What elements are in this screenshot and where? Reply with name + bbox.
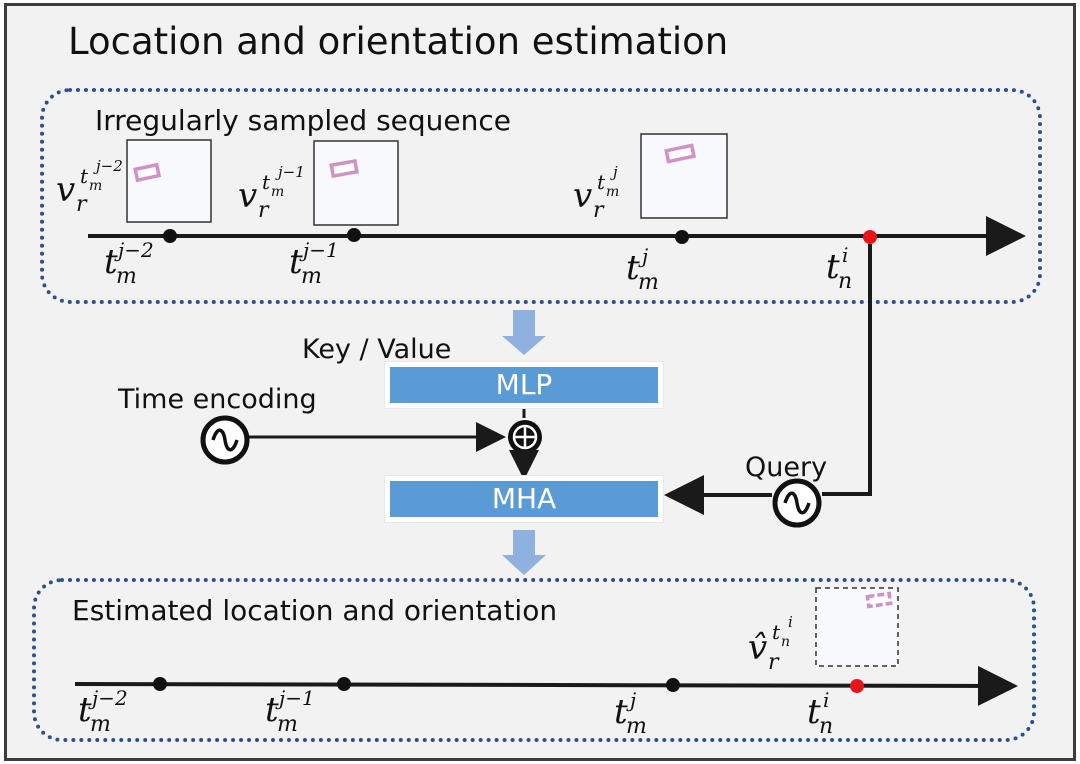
- bottom-point-3: [666, 678, 680, 692]
- top-point-3: [675, 230, 689, 244]
- plus-node: [508, 420, 542, 454]
- top-time-3: t m j: [626, 244, 659, 295]
- time-encoding-label: Time encoding: [118, 384, 317, 415]
- observation-frame-2: [313, 140, 399, 226]
- top-point-1: [163, 229, 177, 243]
- observation-frame-3: [640, 133, 728, 219]
- obs-symbol-3: v r t m j: [573, 163, 620, 223]
- time-encoder-icon: [200, 415, 250, 465]
- obs-symbol-2: v r t m j−1: [238, 163, 305, 223]
- figure-title: Location and orientation estimation: [68, 20, 729, 63]
- object-box-3: [664, 143, 697, 164]
- top-query-time: t n i: [826, 243, 853, 294]
- bottom-time-1: t m j−2: [78, 686, 128, 737]
- key-value-label: Key / Value: [302, 334, 452, 365]
- estimated-object-box: [865, 591, 893, 609]
- estimated-frame: [815, 587, 899, 667]
- top-time-1: t m j−2: [104, 238, 154, 289]
- query-label: Query: [745, 452, 828, 483]
- top-point-2: [347, 228, 361, 242]
- top-query-point: [863, 230, 877, 244]
- bottom-time-3: t m j: [614, 688, 647, 739]
- object-box-1: [133, 162, 162, 183]
- query-path: [822, 244, 872, 496]
- object-box-2: [329, 158, 359, 179]
- bottom-point-2: [337, 677, 351, 691]
- bottom-panel-border: [32, 578, 1036, 742]
- estimate-symbol: v̂ r t n i: [748, 613, 793, 675]
- bottom-panel-label: Estimated location and orientation: [72, 594, 558, 627]
- bottom-timeline-arrow: [74, 665, 1018, 706]
- top-time-2: t m j−1: [289, 238, 339, 289]
- mha-block: MHA: [385, 476, 663, 522]
- top-panel-label: Irregularly sampled sequence: [95, 104, 512, 137]
- top-panel-border: [40, 88, 1042, 304]
- bottom-point-1: [153, 677, 167, 691]
- observation-frame-1: [126, 139, 212, 223]
- bottom-time-2: t m j−1: [265, 686, 315, 737]
- bottom-query-time: t n i: [807, 688, 834, 739]
- query-encoder-icon: [772, 478, 822, 528]
- flow-arrow-bottom: [502, 530, 546, 575]
- flow-arrow-top: [502, 310, 546, 355]
- mlp-block: MLP: [385, 362, 663, 408]
- obs-symbol-1: v r t m j−2: [56, 157, 123, 217]
- bottom-query-point: [850, 679, 864, 693]
